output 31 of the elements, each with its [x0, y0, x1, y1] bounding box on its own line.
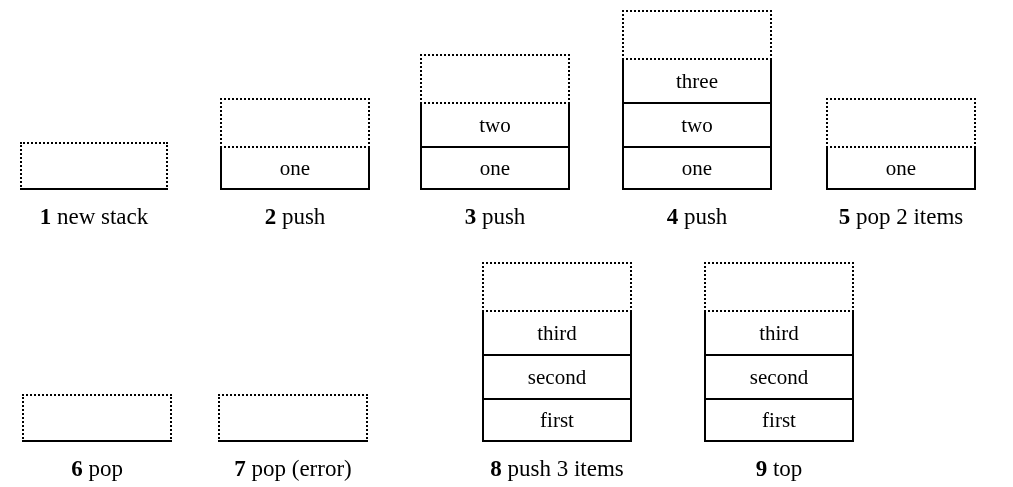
empty-slot	[20, 142, 168, 190]
empty-slot	[704, 262, 854, 312]
step-caption: 8 push 3 items	[490, 456, 624, 482]
empty-slot	[482, 262, 632, 312]
step-caption: 9 top	[755, 456, 803, 482]
stack-cell: first	[704, 398, 854, 442]
step-caption: 3 push	[464, 204, 526, 230]
stack-cell: third	[704, 310, 854, 356]
stack-cell: one	[826, 146, 976, 190]
stack-cell: three	[622, 58, 772, 104]
empty-slot	[622, 10, 772, 60]
stack-cell: second	[704, 354, 854, 400]
empty-slot	[826, 98, 976, 148]
stack-cell: one	[220, 146, 370, 190]
stack-cell: second	[482, 354, 632, 400]
stack-cell: third	[482, 310, 632, 356]
stack-cell: first	[482, 398, 632, 442]
stack-cell: one	[622, 146, 772, 190]
empty-slot	[220, 98, 370, 148]
step-caption: 1 new stack	[39, 204, 149, 230]
step-caption: 5 pop 2 items	[838, 204, 964, 230]
stack-cell: one	[420, 146, 570, 190]
step-caption: 6 pop	[71, 456, 123, 482]
step-caption: 7 pop (error)	[234, 456, 352, 482]
step-caption: 4 push	[666, 204, 728, 230]
empty-slot	[22, 394, 172, 442]
empty-slot	[218, 394, 368, 442]
step-caption: 2 push	[264, 204, 326, 230]
stack-cell: two	[622, 102, 772, 148]
stack-cell: two	[420, 102, 570, 148]
empty-slot	[420, 54, 570, 104]
